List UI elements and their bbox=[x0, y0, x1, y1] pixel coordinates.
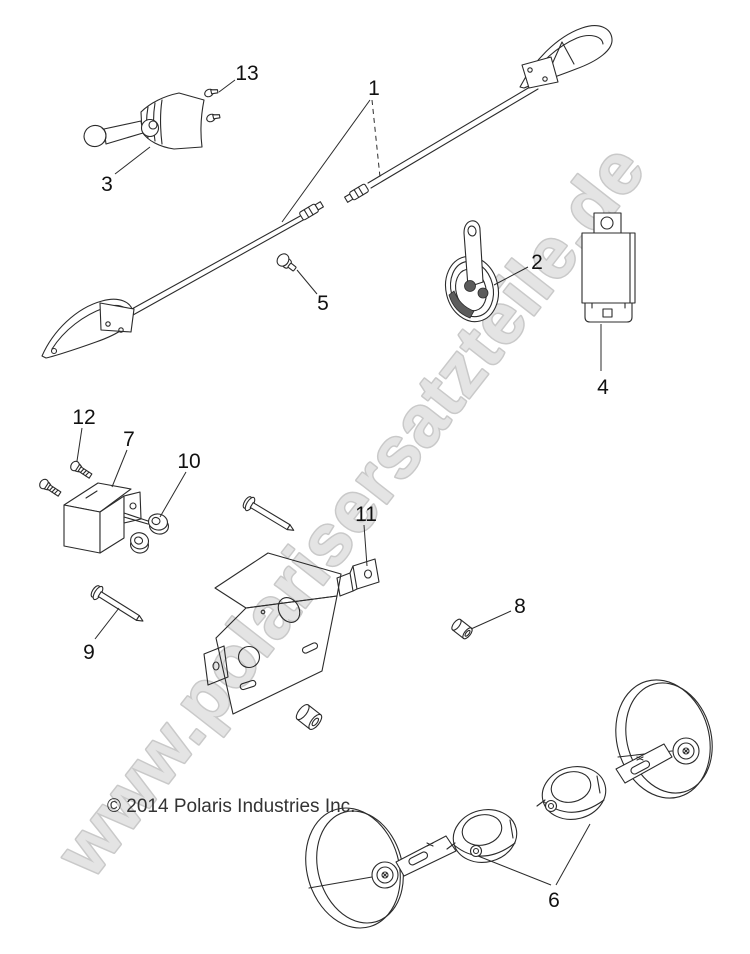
callout-label: 5 bbox=[317, 292, 329, 315]
horn-bracket-strap bbox=[463, 220, 484, 288]
spacer-unlabeled bbox=[295, 704, 323, 730]
callout-12: 12 bbox=[72, 406, 96, 462]
turn-signal-switch bbox=[83, 92, 205, 150]
flasher-relay bbox=[581, 212, 636, 323]
relay-connector-base bbox=[584, 302, 633, 323]
switch-knob bbox=[83, 124, 107, 148]
mirror-disc bbox=[305, 807, 401, 929]
bracket-top-panel bbox=[214, 552, 342, 609]
callout-label: 12 bbox=[72, 406, 95, 429]
callout-label: 7 bbox=[123, 428, 135, 451]
switch-stalk bbox=[103, 120, 144, 145]
callout-9: 9 bbox=[83, 607, 120, 664]
callout-label: 10 bbox=[177, 450, 200, 473]
lamp-base bbox=[521, 56, 559, 89]
callout-1: 1 bbox=[281, 77, 381, 223]
bracket-face bbox=[215, 595, 338, 715]
callout-11: 11 bbox=[355, 503, 377, 567]
cover-front bbox=[63, 504, 101, 554]
callout-label: 9 bbox=[83, 641, 95, 664]
cover-side bbox=[99, 495, 125, 554]
mirror-left bbox=[305, 807, 518, 929]
callout-label: 1 bbox=[368, 77, 380, 100]
lamp-wire bbox=[367, 83, 536, 184]
bolt-unlabeled bbox=[242, 496, 295, 531]
horn bbox=[444, 220, 500, 323]
turn-signal-lamp-right bbox=[344, 25, 613, 203]
bracket-cover-item-7 bbox=[63, 482, 153, 554]
turn-signal-lamp-left bbox=[41, 201, 324, 359]
nut-item-10 bbox=[147, 513, 170, 535]
callout-label: 4 bbox=[597, 376, 609, 399]
clamp-screw bbox=[469, 844, 483, 858]
mirror-disc bbox=[615, 679, 711, 799]
wiring-connector bbox=[344, 183, 369, 203]
bolt-item-9 bbox=[90, 585, 144, 622]
cover-nut bbox=[129, 532, 150, 554]
switch-body bbox=[140, 92, 205, 150]
callout-2: 2 bbox=[493, 251, 543, 286]
horn-terminal bbox=[477, 287, 489, 299]
clamp-screw bbox=[544, 799, 558, 813]
lamp-base bbox=[99, 302, 135, 333]
copyright-text: © 2014 Polaris Industries Inc. bbox=[107, 796, 355, 817]
mirror-right bbox=[536, 679, 713, 820]
callout-label: 6 bbox=[548, 889, 560, 912]
callout-10: 10 bbox=[159, 450, 201, 518]
horn-terminal bbox=[464, 280, 476, 292]
screws-item-12 bbox=[39, 460, 93, 497]
callout-5: 5 bbox=[296, 269, 329, 315]
bracket-mount-tab bbox=[352, 558, 380, 590]
lamp-wire bbox=[129, 214, 303, 311]
callout-7: 7 bbox=[111, 428, 135, 488]
mount-bracket-item-11 bbox=[203, 552, 380, 715]
spacer-item-8 bbox=[451, 618, 473, 640]
relay-body bbox=[581, 232, 636, 304]
callout-label: 8 bbox=[514, 595, 526, 618]
switch-screws bbox=[204, 88, 221, 123]
bracket-side-tab bbox=[203, 645, 229, 686]
callout-4: 4 bbox=[597, 324, 609, 399]
callout-8: 8 bbox=[470, 595, 526, 630]
callout-6: 6 bbox=[477, 823, 591, 912]
callout-label: 2 bbox=[531, 251, 543, 274]
callout-label: 3 bbox=[101, 173, 113, 196]
callout-13: 13 bbox=[218, 62, 259, 93]
wiring-connector bbox=[299, 201, 324, 221]
callout-label: 11 bbox=[355, 503, 377, 526]
callout-label: 13 bbox=[235, 62, 258, 85]
callout-3: 3 bbox=[101, 146, 151, 196]
screw-item-5 bbox=[276, 253, 297, 272]
